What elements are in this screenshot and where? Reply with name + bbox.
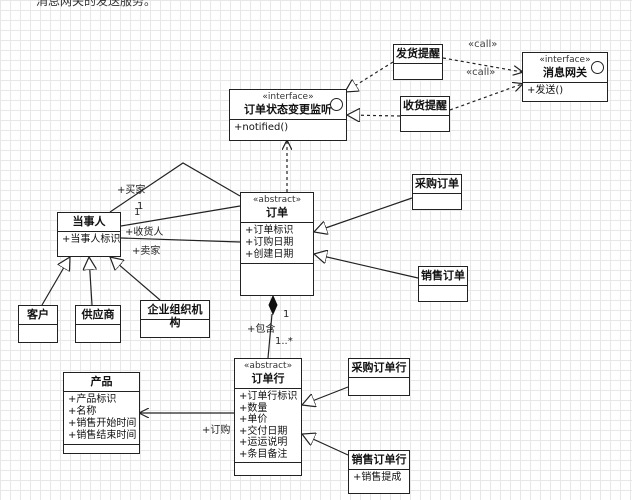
class-party[interactable]: 当事人 +当事人标识 bbox=[57, 212, 121, 257]
class-enterprise[interactable]: 企业组织机构 bbox=[140, 300, 210, 338]
class-message-gateway[interactable]: «interface» 消息网关 +发送() bbox=[522, 52, 608, 102]
attribute: +订单标识 bbox=[245, 225, 294, 236]
class-product[interactable]: 产品 +产品标识 +名称 +销售开始时间 +销售结束时间 bbox=[63, 372, 140, 454]
stereotype: «abstract» bbox=[243, 361, 293, 371]
class-name: 采购订单 bbox=[415, 177, 459, 190]
class-name: 订单 bbox=[266, 206, 288, 219]
class-purchase-order-line[interactable]: 采购订单行 bbox=[348, 358, 410, 396]
attribute: +销售提成 bbox=[353, 472, 402, 483]
call-receive-to-gateway bbox=[449, 84, 522, 111]
attribute: +订单行标识 bbox=[239, 391, 298, 402]
attribute: +条目备注 bbox=[239, 448, 288, 460]
method-list: +发送() bbox=[523, 83, 607, 99]
class-purchase-order[interactable]: 采购订单 bbox=[412, 174, 462, 210]
class-ship-reminder[interactable]: 发货提醒 bbox=[393, 44, 443, 80]
class-customer[interactable]: 客户 bbox=[18, 305, 58, 343]
attribute: +交付日期 bbox=[239, 425, 288, 437]
attribute: +订购日期 bbox=[245, 237, 294, 248]
stereotype: «abstract» bbox=[252, 195, 302, 205]
attribute-list: +产品标识 +名称 +销售开始时间 +销售结束时间 bbox=[64, 392, 139, 445]
receiver-role-label: +收货人 bbox=[125, 227, 164, 238]
composition-diamond bbox=[268, 294, 278, 316]
attribute-list: +销售提成 bbox=[349, 470, 409, 486]
class-name: 发货提醒 bbox=[396, 47, 440, 60]
call-label-1: «call» bbox=[468, 39, 498, 50]
attribute: +销售结束时间 bbox=[68, 430, 137, 441]
attribute-list: +当事人标识 bbox=[58, 232, 120, 248]
attribute-list: +订单行标识 +数量 +单价 +交付日期 +运运说明 +条目备注 bbox=[235, 389, 301, 463]
receiver-multiplicity: 1 bbox=[134, 207, 141, 218]
class-name: 订单行 bbox=[251, 372, 285, 385]
attribute: +创建日期 bbox=[245, 249, 294, 260]
class-name: 供应商 bbox=[81, 308, 115, 321]
class-name: 销售订单 bbox=[421, 269, 465, 282]
gen-supplier-to-party bbox=[89, 257, 92, 306]
class-order[interactable]: «abstract» 订单 +订单标识 +订购日期 +创建日期 bbox=[240, 192, 314, 296]
class-name: 采购订单行 bbox=[351, 361, 407, 374]
assoc-receiver bbox=[120, 205, 241, 227]
method: +发送() bbox=[527, 85, 564, 96]
interface-icon bbox=[330, 98, 343, 111]
attribute: +销售开始时间 bbox=[68, 418, 137, 429]
class-name: 销售订单行 bbox=[351, 453, 407, 466]
realize-receive-to-monitor bbox=[347, 115, 401, 116]
composition-order-line bbox=[267, 313, 273, 359]
orders-role-label: +订购 bbox=[202, 425, 231, 436]
assoc-seller bbox=[120, 237, 241, 243]
stereotype: «interface» bbox=[262, 92, 314, 102]
top-text: 消息网关的发送服务。 bbox=[36, 0, 157, 8]
class-name: 当事人 bbox=[72, 215, 106, 228]
interface-icon bbox=[591, 61, 604, 74]
composition-one: 1 bbox=[283, 309, 290, 320]
class-sales-order-line[interactable]: 销售订单行 +销售提成 bbox=[348, 450, 410, 494]
class-order-status-monitor[interactable]: «interface» 订单状态变更监听 +notified() bbox=[229, 89, 347, 141]
assoc-buyer bbox=[109, 162, 241, 213]
gen-enterprise-to-party bbox=[110, 257, 161, 301]
class-name: 产品 bbox=[90, 375, 113, 388]
attribute: +运运说明 bbox=[239, 437, 288, 448]
stereotype: «interface» bbox=[539, 55, 591, 65]
class-sales-order[interactable]: 销售订单 bbox=[418, 266, 468, 302]
gen-purchase-line-to-orderline bbox=[302, 386, 349, 405]
realize-ship-to-monitor bbox=[345, 61, 394, 92]
composition-role-label: +包含 bbox=[247, 324, 276, 335]
call-ship-to-gateway bbox=[442, 57, 522, 72]
method-list: +notified() bbox=[230, 120, 346, 136]
attribute-list: +订单标识 +订购日期 +创建日期 bbox=[241, 223, 313, 264]
class-name: 企业组织机构 bbox=[147, 303, 203, 329]
class-name: 消息网关 bbox=[543, 66, 587, 79]
buyer-role-label: +买家 bbox=[117, 185, 146, 196]
buyer-multiplicity: 1 bbox=[137, 201, 144, 212]
composition-many: 1..* bbox=[275, 336, 293, 347]
seller-role-label: +卖家 bbox=[132, 246, 161, 257]
gen-sales-line-to-orderline bbox=[302, 434, 349, 456]
class-name: 客户 bbox=[27, 308, 49, 321]
gen-sales-order-to-order bbox=[314, 254, 419, 279]
attribute: +数量 bbox=[239, 402, 268, 414]
attribute: +产品标识 bbox=[68, 394, 117, 405]
class-order-line[interactable]: «abstract» 订单行 +订单行标识 +数量 +单价 +交付日期 +运运说… bbox=[234, 358, 302, 476]
call-label-2: «call» bbox=[466, 67, 496, 78]
class-name: 订单状态变更监听 bbox=[244, 103, 332, 116]
class-receive-reminder[interactable]: 收货提醒 bbox=[400, 96, 450, 132]
attribute: +单价 bbox=[239, 414, 268, 425]
class-supplier[interactable]: 供应商 bbox=[75, 305, 121, 343]
attribute: +当事人标识 bbox=[62, 234, 121, 245]
gen-customer-to-party bbox=[41, 257, 70, 306]
gen-purchase-order-to-order bbox=[314, 197, 413, 232]
class-name: 收货提醒 bbox=[403, 99, 447, 112]
method: +notified() bbox=[234, 122, 289, 133]
attribute: +名称 bbox=[68, 406, 97, 417]
